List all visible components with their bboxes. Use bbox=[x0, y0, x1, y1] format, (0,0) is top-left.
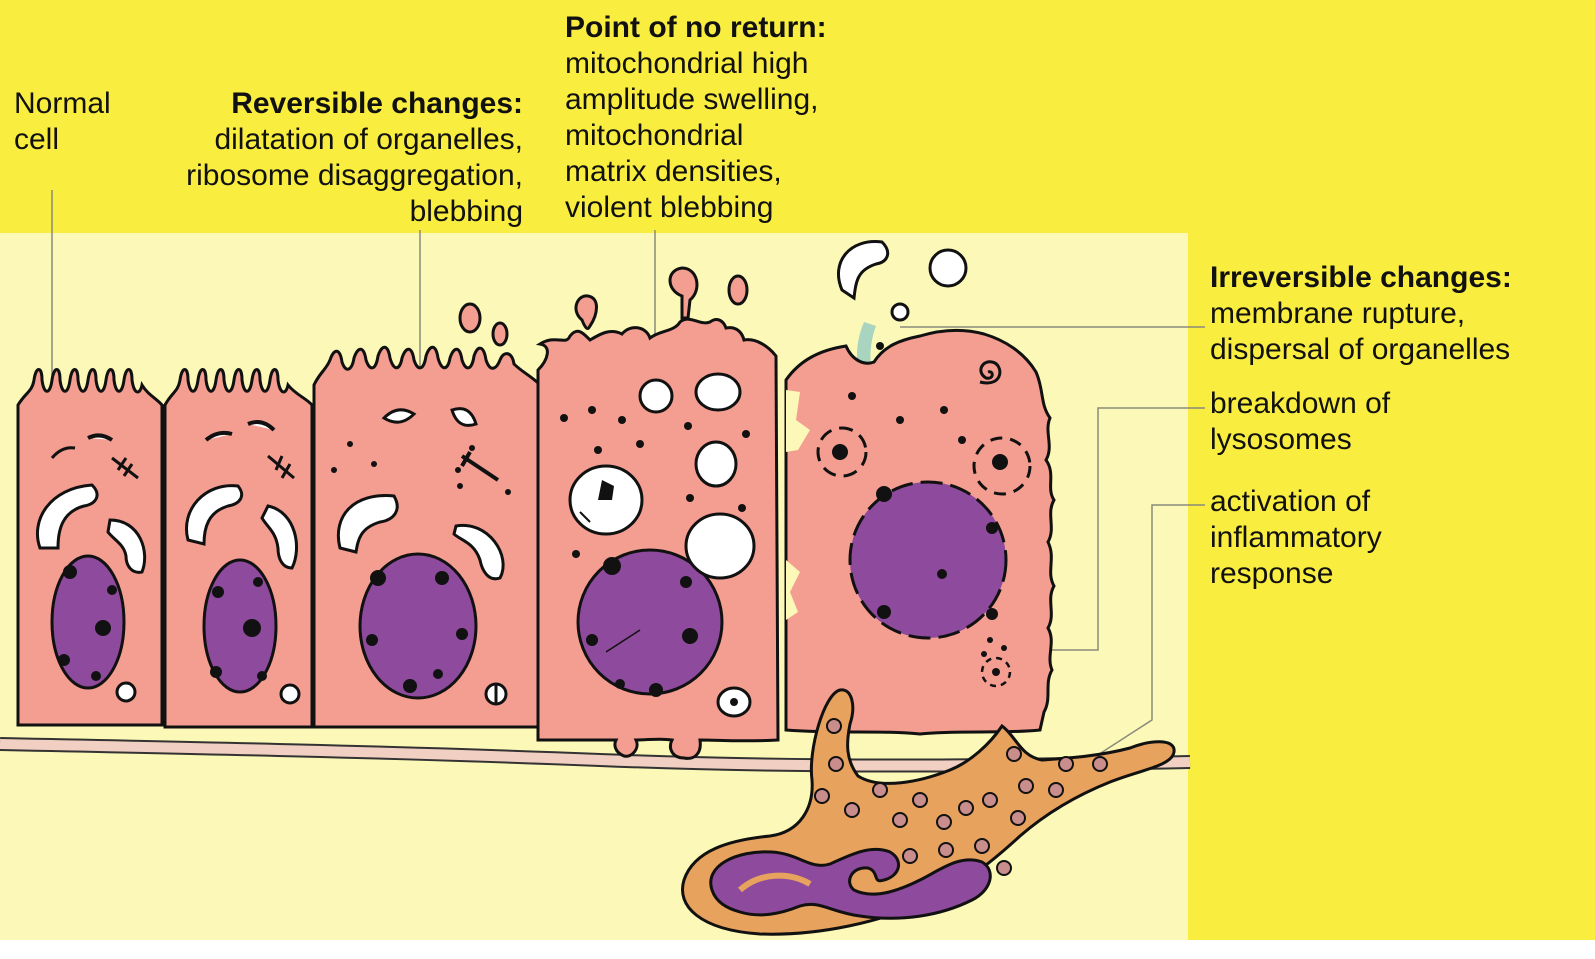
label-line: ribosome disaggregation, bbox=[186, 158, 523, 194]
label-heading: Point of no return: bbox=[565, 10, 827, 46]
label-point-of-no-return: Point of no return: mitochondrial high a… bbox=[565, 10, 827, 226]
label-line: Normal bbox=[14, 86, 111, 122]
label-line: mitochondrial bbox=[565, 118, 827, 154]
swollen-mitochondrion bbox=[686, 514, 754, 578]
label-line: violent blebbing bbox=[565, 190, 827, 226]
swollen-mitochondrion bbox=[696, 442, 736, 486]
label-line: activation of bbox=[1210, 484, 1382, 520]
swollen-mitochondrion bbox=[640, 380, 672, 412]
label-line: dilatation of organelles, bbox=[186, 122, 523, 158]
cell-irreversible bbox=[786, 330, 1054, 734]
cell-point-of-no-return bbox=[538, 319, 778, 758]
cell-reversible bbox=[314, 347, 540, 727]
label-heading: Reversible changes: bbox=[186, 86, 523, 122]
label-inflammatory-response: activation of inflammatory response bbox=[1210, 484, 1382, 592]
nucleus bbox=[850, 482, 1006, 638]
label-line: lysosomes bbox=[1210, 422, 1390, 458]
cell-normal-2 bbox=[165, 370, 312, 728]
cell-normal bbox=[18, 370, 162, 726]
label-heading: Irreversible changes: bbox=[1210, 260, 1512, 296]
label-line: breakdown of bbox=[1210, 386, 1390, 422]
right-banner bbox=[1188, 0, 1595, 959]
label-reversible-changes: Reversible changes: dilatation of organe… bbox=[186, 86, 523, 230]
bottom-white-strip bbox=[0, 940, 1595, 959]
label-line: response bbox=[1210, 556, 1382, 592]
label-line: blebbing bbox=[186, 194, 523, 230]
label-line: amplitude swelling, bbox=[565, 82, 827, 118]
label-line: dispersal of organelles bbox=[1210, 332, 1512, 368]
nucleus bbox=[52, 556, 124, 688]
label-line: matrix densities, bbox=[565, 154, 827, 190]
label-line: cell bbox=[14, 122, 111, 158]
label-lysosomes: breakdown of lysosomes bbox=[1210, 386, 1390, 458]
swollen-mitochondrion bbox=[696, 374, 740, 410]
label-normal-cell: Normal cell bbox=[14, 86, 111, 158]
label-line: inflammatory bbox=[1210, 520, 1382, 556]
label-line: membrane rupture, bbox=[1210, 296, 1512, 332]
label-irreversible-changes: Irreversible changes: membrane rupture, … bbox=[1210, 260, 1512, 368]
label-line: mitochondrial high bbox=[565, 46, 827, 82]
